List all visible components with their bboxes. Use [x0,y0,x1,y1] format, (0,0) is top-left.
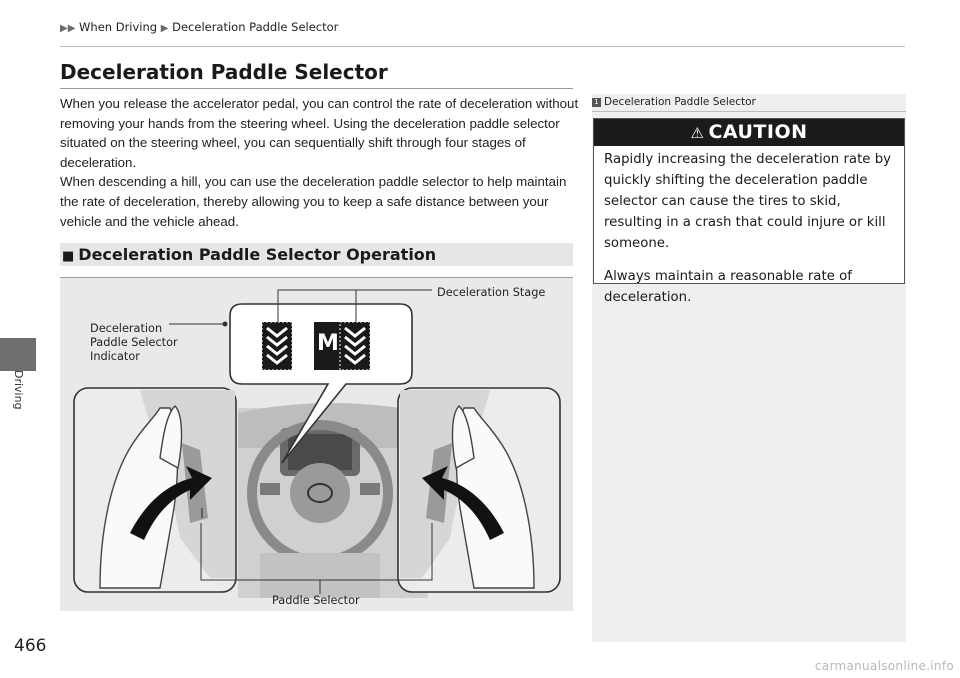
breadcrumb-arrow-icon: ▶ [160,23,169,34]
square-bullet-icon: ■ [62,249,75,264]
watermark: carmanualsonline.info [814,659,954,673]
indicator-callout: M [229,303,413,464]
section-heading-text: Deceleration Paddle Selector Operation [78,245,437,264]
section-tab [0,338,36,371]
header-divider [60,46,905,47]
cross-reference-icon: 1 [592,98,601,107]
caution-heading-text: CAUTION [708,121,808,143]
section-heading: ■Deceleration Paddle Selector Operation [60,243,573,266]
paddle-selector-illustration: M Deceleration Paddle Selector Indicator… [60,277,573,611]
illustration-svg: M [73,289,561,598]
page-title: Deceleration Paddle Selector [60,60,388,84]
section-label: Driving [12,370,25,410]
leader-lines [169,289,433,594]
label-indicator: Deceleration Paddle Selector Indicator [90,322,178,363]
caution-paragraph: Rapidly increasing the deceleration rate… [604,152,892,251]
caution-body: Rapidly increasing the deceleration rate… [604,149,900,320]
intro-paragraph: When you release the accelerator pedal, … [60,96,579,170]
breadcrumb-item-current[interactable]: Deceleration Paddle Selector [172,20,339,34]
gear-indicator-letter: M [317,331,339,356]
breadcrumb: ▶▶ When Driving ▶ Deceleration Paddle Se… [60,20,338,34]
label-paddle-selector: Paddle Selector [272,594,360,607]
label-deceleration-stage: Deceleration Stage [437,286,546,299]
intro-text: When you release the accelerator pedal, … [60,94,580,231]
page-number: 466 [14,636,47,656]
note-title-text: Deceleration Paddle Selector [604,96,756,108]
caution-paragraph: Always maintain a reasonable rate of dec… [604,269,852,305]
breadcrumb-arrow-icon: ▶▶ [60,23,76,34]
intro-paragraph: When descending a hill, you can use the … [60,174,567,229]
caution-box: ⚠CAUTION Rapidly increasing the decelera… [593,118,905,305]
note-divider [592,111,906,112]
caution-header: ⚠CAUTION [594,119,904,146]
warning-icon: ⚠ [690,124,705,142]
breadcrumb-item-when-driving[interactable]: When Driving [79,20,158,34]
left-hand-panel [73,387,237,593]
right-hand-panel [397,387,561,593]
title-divider [60,88,573,89]
